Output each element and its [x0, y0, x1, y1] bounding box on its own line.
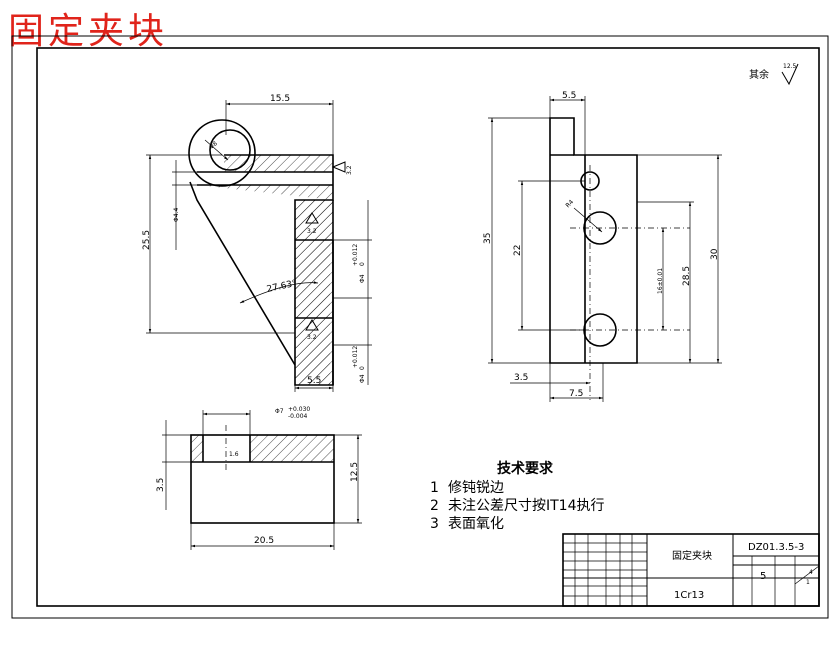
- front-right-tol-bot-low: 0: [359, 366, 366, 370]
- tech-req-1-num: 1: [430, 480, 439, 496]
- surface-finish-value: 12.5: [783, 63, 797, 70]
- side-top-width-dim: 5.5: [562, 91, 576, 101]
- title-block: 固定夹块 DZ01.3.5-3 1Cr13 5 4 1: [562, 533, 820, 607]
- front-hole-dim: Φ8: [208, 140, 219, 151]
- top-hole-up: +0.030: [288, 406, 310, 413]
- front-height-dim: 25.5: [142, 230, 152, 250]
- title-block-part-name: 固定夹块: [672, 549, 712, 562]
- front-angle-dim: 27.63°: [266, 279, 298, 295]
- surface-finish-label: 其余: [749, 68, 769, 81]
- tech-req-2-text: 未注公差尺寸按IT14执行: [448, 498, 605, 514]
- title-block-scale-top: 4: [809, 569, 813, 576]
- inner-frame: [36, 47, 820, 607]
- tech-req-3-num: 3: [430, 516, 439, 532]
- side-inner-height-dim: 22: [513, 245, 523, 256]
- top-width-dim: 20.5: [254, 536, 274, 546]
- tech-req-heading: 技术要求: [497, 460, 554, 477]
- side-right-inner-dim: 28.5: [682, 266, 692, 286]
- side-hole-dim: R4: [564, 199, 575, 210]
- front-top-width-dim: 15.5: [270, 94, 290, 104]
- technical-requirements: 技术要求 1 修钝锐边 2 未注公差尺寸按IT14执行 3 表面氧化: [430, 460, 605, 532]
- front-roughness-right: 3.2: [346, 165, 353, 175]
- front-roughness-bottom: 3.2: [307, 334, 317, 341]
- front-right-tol-top-low: 0: [359, 262, 366, 266]
- top-right-height-dim: 12.5: [350, 462, 360, 482]
- top-left-height-dim: 3.5: [156, 478, 166, 492]
- title-block-quantity: 5: [760, 571, 766, 582]
- side-right-height-dim: 30: [710, 248, 720, 260]
- front-bottom-width-dim: 5.5: [307, 376, 321, 386]
- roughness-symbol: [781, 63, 799, 86]
- side-bottom-left-dim: 3.5: [514, 373, 528, 383]
- top-hole-dim: Φ7: [275, 408, 284, 415]
- front-right-tol-bot: Φ4: [359, 374, 366, 383]
- front-roughness-mid: 3.2: [307, 228, 317, 235]
- top-inner-dim: 1.6: [229, 451, 239, 458]
- front-left-small-dim: Φ4.4: [173, 208, 180, 222]
- top-hole-low: -0.004: [288, 413, 308, 420]
- side-bottom-width-dim: 7.5: [569, 389, 583, 399]
- front-view: Φ8 15.5 25.5 Φ4.4 27.63° 5.5 3.2 3.2 3.2: [142, 94, 372, 392]
- tech-req-1-text: 修钝锐边: [448, 480, 504, 496]
- title-block-scale-bottom: 1: [806, 579, 810, 586]
- front-right-tol-top: Φ4: [359, 274, 366, 283]
- title-block-material: 1Cr13: [674, 590, 704, 601]
- tech-req-2-num: 2: [430, 498, 439, 514]
- front-right-tol-bot-up: +0.012: [352, 346, 359, 368]
- title-block-drawing-no: DZ01.3.5-3: [748, 542, 804, 553]
- front-right-tol-top-up: +0.012: [352, 244, 359, 266]
- tech-req-3-text: 表面氧化: [448, 516, 504, 532]
- side-center-dist-dim: 16±0.01: [657, 268, 664, 294]
- drawing-title: 固定夹块: [8, 11, 169, 52]
- outer-frame: [11, 35, 829, 619]
- top-view: 1.6 Φ7 +0.030 -0.004 3.5 12.5 20.5: [156, 406, 362, 550]
- side-left-height-dim: 35: [483, 233, 493, 244]
- surface-finish-note: 其余 12.5: [749, 63, 799, 86]
- side-view: R4 5.5 35 22 16±0.01 28.5 30 3.5: [483, 91, 722, 402]
